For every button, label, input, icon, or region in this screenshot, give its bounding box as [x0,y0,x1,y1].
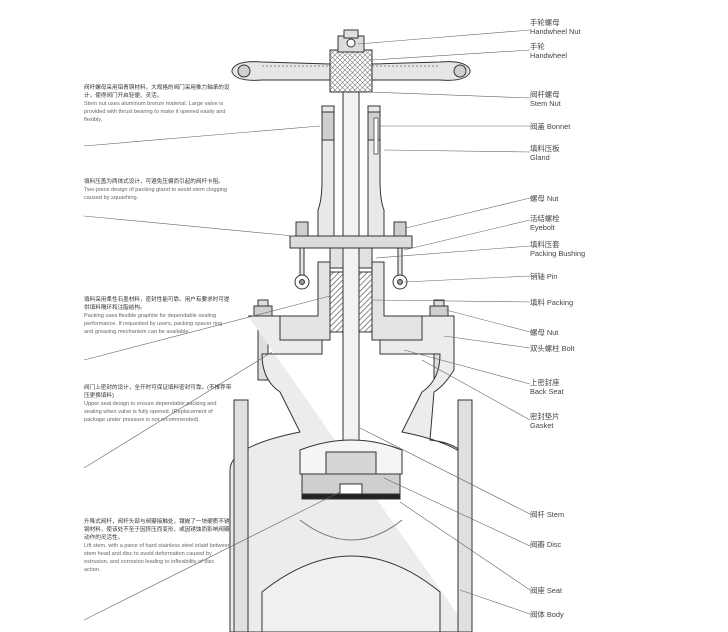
gland-shape [289,221,413,290]
stem-shape [342,91,360,491]
label-nut: 螺母 Nut [530,194,558,203]
label-handwheel-nut-en: Handwheel Nut [530,27,581,36]
label-nut-2-zh: 螺母 [530,328,545,337]
label-back-seat: 上密封座 Back Seat [530,378,564,396]
label-pin-zh: 销轴 [530,272,545,281]
label-gasket-en: Gasket [530,421,554,430]
label-back-seat-en: Back Seat [530,387,564,396]
label-gasket: 密封垫片 Gasket [530,412,560,430]
label-handwheel-nut: 手轮螺母 Handwheel Nut [530,18,581,36]
gland-note-zh: 填料压盖为两体式设计，可避免压偏而引起的阀杆卡阻。 [84,179,224,185]
packing-note-en: Packing uses flexible graphite for depen… [84,313,223,335]
label-bolt-en: Bolt [561,344,575,353]
label-stem-en: Stem [546,510,565,519]
bonnet-shape [279,261,423,341]
label-packing: 填料 Packing [530,298,573,307]
label-pin: 销轴 Pin [530,272,558,281]
label-body: 阀体 Body [530,610,564,619]
label-handwheel: 手轮 Handwheel [530,42,567,60]
stem-nut-note: 阀杆螺母采用铝青铜材料，大规格的阀门采用推力轴承的设计，使得阀门开启轻便、灵活。… [84,84,232,124]
disc-shape [301,451,401,500]
gland-note: 填料压盖为两体式设计，可避免压偏而引起的阀杆卡阻。 Two-piece desi… [84,178,232,202]
label-stem: 阀杆 Stem [530,510,564,519]
label-stem-nut: 阀杆螺母 Stem Nut [530,90,561,108]
upper-seal-note-zh: 阀门上密封的设计，全开时可保证填料密封可靠。(不推荐带压更换填料) [84,385,232,399]
label-nut-2: 螺母 Nut [530,328,558,337]
upper-seal-note: 阀门上密封的设计，全开时可保证填料密封可靠。(不推荐带压更换填料) Upper … [84,384,232,424]
label-packing-en: Packing [546,298,574,307]
stem-nut-note-zh: 阀杆螺母采用铝青铜材料，大规格的阀门采用推力轴承的设计，使得阀门开启轻便、灵活。 [84,85,230,99]
upper-seal-note-en: Upper seal design to ensure dependable p… [84,401,217,423]
lift-stem-note-en: Lift stem, with a piece of hard stainles… [84,543,231,573]
label-stem-nut-en: Stem Nut [530,99,561,108]
label-eyebolt-en: Eyebolt [530,223,555,232]
label-bolt-zh: 双头螺柱 [530,344,560,353]
leader-lines [83,29,531,621]
label-nut-zh: 螺母 [530,194,545,203]
lift-stem-note: 升降式阀杆，阀杆头部与阀瓣接触处，镶嵌了一块硬质不锈钢材料，使该处不至于因挤压而… [84,518,232,574]
handwheel-shape [231,61,471,81]
label-gland: 填料压板 Gland [530,144,560,162]
label-back-seat-zh: 上密封座 [530,378,560,387]
label-handwheel-nut-zh: 手轮螺母 [530,18,560,27]
label-stem-zh: 阀杆 [530,510,545,519]
label-gasket-zh: 密封垫片 [530,412,560,421]
handwheel-nut-shape [329,29,373,93]
label-packing-zh: 填料 [530,298,545,307]
label-packing-bushing: 填料压套 Packing Bushing [530,240,585,258]
label-nut-2-en: Nut [546,328,559,337]
label-gland-en: Gland [530,153,550,162]
label-gland-zh: 填料压板 [530,144,560,153]
label-seat-en: Seat [546,586,563,595]
label-stem-nut-zh: 阀杆螺母 [530,90,560,99]
label-seat-zh: 阀座 [530,586,545,595]
label-packing-bushing-zh: 填料压套 [530,240,560,249]
gland-note-en: Two-piece design of packing gland to avo… [84,187,228,201]
label-handwheel-zh: 手轮 [530,42,545,51]
label-body-zh: 阀体 [530,610,545,619]
packing-note-zh: 填料采用柔性石墨材料，密封性能可靠。用户有要求时可提供填料隔环和注脂结构。 [84,297,230,311]
label-eyebolt: 活结螺栓 Eyebolt [530,214,560,232]
packing-note: 填料采用柔性石墨材料，密封性能可靠。用户有要求时可提供填料隔环和注脂结构。 Pa… [84,296,232,336]
label-disc-zh: 阀瓣 [530,540,545,549]
label-disc: 阀瓣 Disc [530,540,561,549]
label-bonnet-zh: 阀盖 [530,122,545,131]
label-seat: 阀座 Seat [530,586,562,595]
label-bolt: 双头螺柱 Bolt [530,344,574,353]
label-handwheel-en: Handwheel [530,51,567,60]
label-eyebolt-zh: 活结螺栓 [530,214,560,223]
label-bonnet: 阀盖 Bonnet [530,122,570,131]
bonnet-yoke-shape [317,105,385,237]
label-bonnet-en: Bonnet [546,122,571,131]
label-packing-bushing-en: Packing Bushing [530,249,586,258]
label-nut-en: Nut [546,194,559,203]
label-disc-en: Disc [546,540,562,549]
lift-stem-note-zh: 升降式阀杆，阀杆头部与阀瓣接触处，镶嵌了一块硬质不锈钢材料，使该处不至于因挤压而… [84,519,230,541]
stem-nut-note-en: Stem nut uses aluminum bronze material. … [84,101,226,123]
label-pin-en: Pin [546,272,558,281]
label-body-en: Body [546,610,564,619]
